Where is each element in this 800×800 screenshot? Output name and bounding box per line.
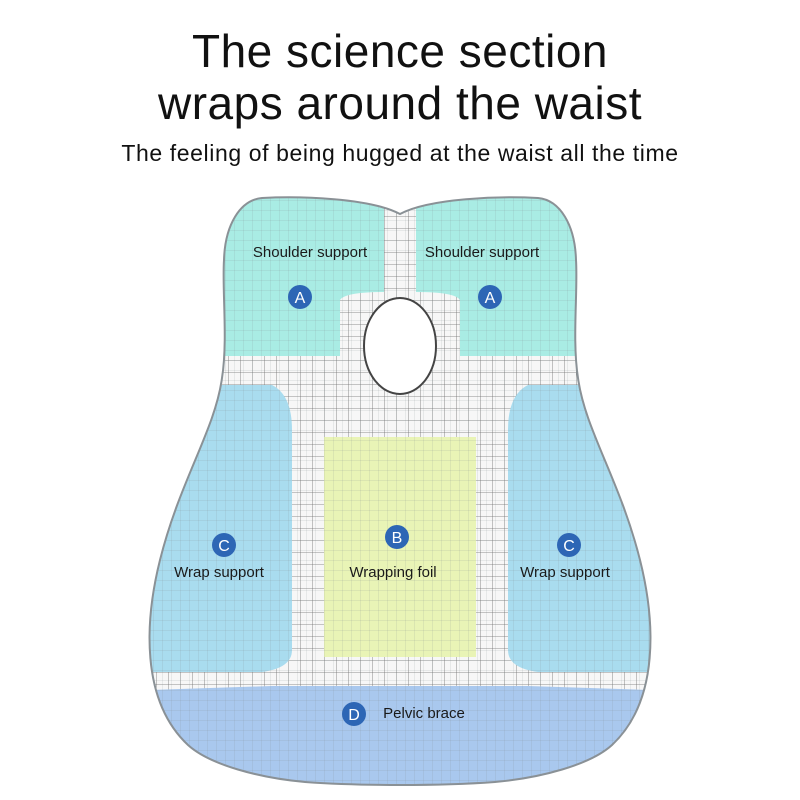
subtitle: The feeling of being hugged at the waist… <box>121 140 679 166</box>
badge-wrap-left: C <box>212 533 236 557</box>
label-wrap-left: Wrap support <box>174 564 265 581</box>
badge-center: B <box>385 525 409 549</box>
head-hole <box>363 297 437 395</box>
title-line-1: The science section <box>191 25 609 77</box>
badge-letter: C <box>218 538 230 555</box>
label-shoulder-left: Shoulder support <box>253 244 368 261</box>
badge-letter: D <box>348 707 360 724</box>
badge-wrap-right: C <box>557 533 581 557</box>
title-line-2: wraps around the waist <box>157 77 643 129</box>
badge-shoulder-left: A <box>288 285 312 309</box>
badge-letter: C <box>563 538 575 555</box>
badge-letter: B <box>392 530 403 547</box>
label-wrap-right: Wrap support <box>520 564 611 581</box>
label-shoulder-right: Shoulder support <box>425 244 540 261</box>
badge-letter: A <box>485 290 496 307</box>
badge-pelvic: D <box>342 702 366 726</box>
label-center: Wrapping foil <box>349 564 436 581</box>
badge-shoulder-right: A <box>478 285 502 309</box>
label-pelvic: Pelvic brace <box>383 705 465 722</box>
badge-letter: A <box>295 290 306 307</box>
